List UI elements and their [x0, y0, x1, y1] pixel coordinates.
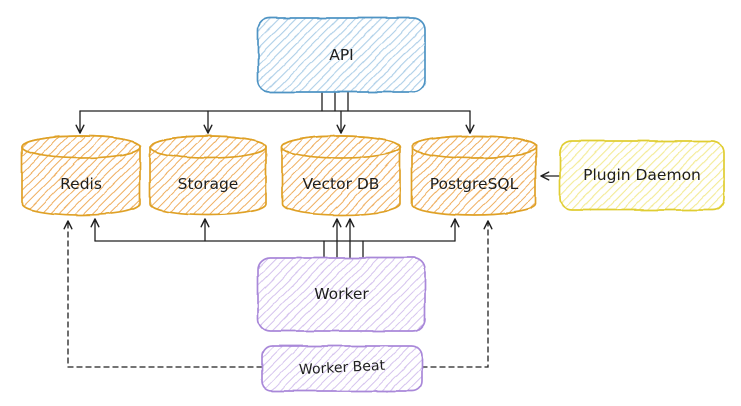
- edges-worker-to-databases: [90, 218, 460, 259]
- plugin-daemon-label: Plugin Daemon: [583, 166, 701, 184]
- node-api: API: [257, 17, 426, 93]
- edges-api-to-databases: [75, 91, 475, 134]
- worker-box-shape: [257, 257, 426, 332]
- node-plugin-daemon: Plugin Daemon: [559, 140, 725, 211]
- edges-worker-beat: [63, 220, 493, 368]
- redis-label: Redis: [60, 175, 102, 193]
- node-worker: Worker: [257, 257, 426, 332]
- worker-beat-box-shape: [261, 345, 423, 392]
- worker-beat-label: Worker Beat: [299, 358, 386, 379]
- node-postgresql: PostgreSQL: [411, 135, 537, 216]
- storage-label: Storage: [178, 175, 239, 193]
- api-box-shape: [257, 17, 426, 93]
- plugin-daemon-box: [559, 140, 725, 211]
- storage-cylinder: [149, 135, 267, 216]
- node-storage: Storage: [149, 135, 267, 216]
- worker-label: Worker: [314, 285, 369, 303]
- postgresql-cylinder-top: [411, 135, 537, 159]
- redis-cylinder: [21, 135, 141, 216]
- node-vector-db: Vector DB: [281, 135, 401, 216]
- storage-cylinder-top: [149, 135, 267, 159]
- edge-worker-beat-to-postgresql-arrow: [421, 220, 493, 368]
- vector-db-cylinder: [281, 135, 401, 216]
- api-box: [257, 17, 426, 93]
- edge-worker-beat-to-redis-arrow: [63, 220, 263, 368]
- node-worker-beat: Worker Beat: [261, 345, 423, 392]
- worker-box: [257, 257, 426, 332]
- postgresql-label: PostgreSQL: [430, 175, 519, 193]
- node-redis: Redis: [21, 135, 141, 216]
- worker-beat-box: [261, 345, 423, 392]
- postgresql-cylinder: [411, 135, 537, 216]
- vector-db-label: Vector DB: [303, 175, 380, 193]
- vector-db-cylinder-top: [281, 135, 401, 159]
- redis-cylinder-top: [21, 135, 141, 159]
- plugin-daemon-box-shape: [559, 140, 725, 211]
- api-label: API: [329, 46, 354, 64]
